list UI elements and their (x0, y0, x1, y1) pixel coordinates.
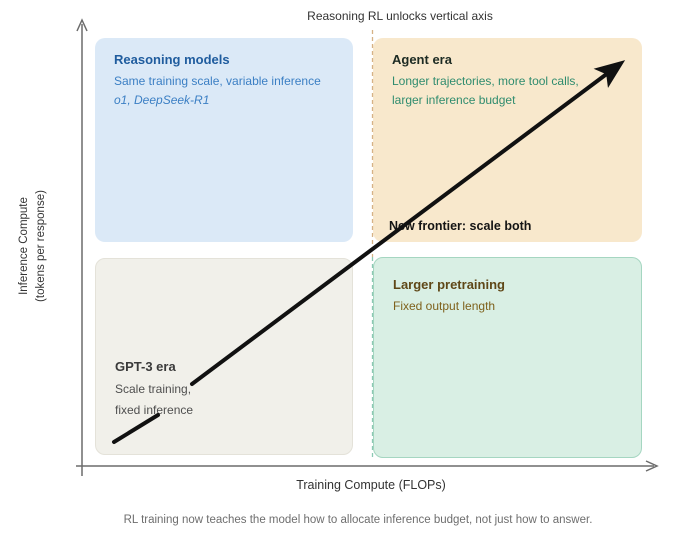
quadrant-title: Agent era (392, 52, 452, 67)
top-annotation: Reasoning RL unlocks vertical axis (307, 9, 493, 23)
x-axis-right-arrow-icon (645, 460, 659, 472)
x-axis-label: Training Compute (FLOPs) (296, 478, 446, 492)
quadrant-title: Larger pretraining (393, 277, 505, 292)
quadrant-text-examples: o1, DeepSeek-R1 (114, 93, 210, 108)
quadrant-gpt3-era: GPT-3 era Scale training, fixed inferenc… (95, 258, 353, 455)
x-axis (76, 460, 659, 472)
y-axis-up-arrow-icon (76, 18, 88, 32)
quadrant-text: Same training scale, variable inference (114, 74, 321, 88)
quadrant-text: Fixed output length (393, 299, 496, 313)
quadrant-title: Reasoning models (114, 52, 230, 67)
y-axis (76, 18, 88, 476)
y-axis-label: Inference Compute (tokens per response) (16, 121, 52, 371)
quadrant-larger-pretraining: Larger pretraining Fixed output length (373, 257, 642, 458)
quadrant-text: Longer trajectories, more tool calls, (392, 74, 579, 88)
quadrant-content: GPT-3 era Scale training, fixed inferenc… (115, 359, 193, 421)
quadrant-text: Scale training, (115, 382, 192, 396)
y-axis-label-line1: Inference Compute (18, 197, 30, 295)
quadrant-text: larger inference budget (392, 93, 516, 108)
figure-caption: RL training now teaches the model how to… (123, 514, 593, 526)
quadrant-title: GPT-3 era (115, 359, 176, 374)
y-axis-label-line2: (tokens per response) (35, 190, 48, 302)
frontier-annotation: New frontier: scale both (389, 219, 532, 233)
quadrant-agent-era: Agent era Longer trajectories, more tool… (373, 38, 642, 242)
quadrant-reasoning-models: Reasoning models Same training scale, va… (95, 38, 353, 242)
quadrant-text: fixed inference (115, 403, 194, 417)
